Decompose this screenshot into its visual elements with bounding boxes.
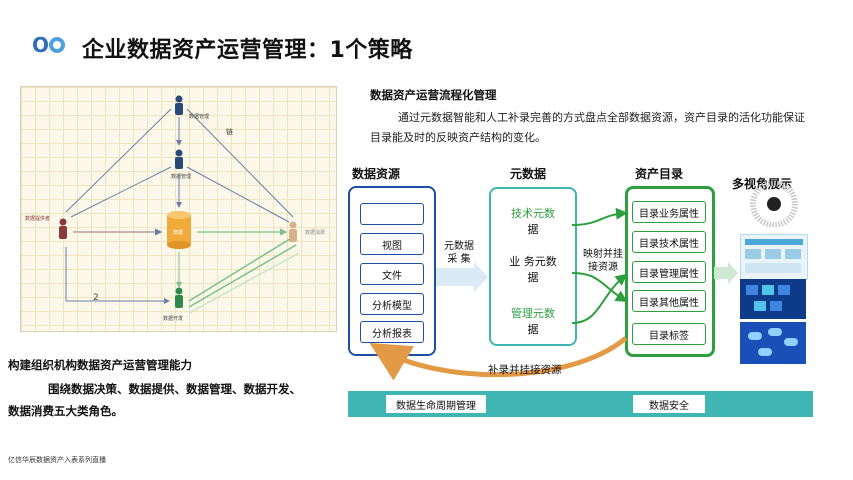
- collect-label-line2: 采 集: [447, 254, 471, 265]
- diagram-lines: [59, 95, 300, 314]
- lifecycle-box: 数据生命周期管理: [386, 395, 486, 413]
- col-title-meta: 元数据: [510, 167, 547, 181]
- sources-panel: 视图 文件 分析模型 分析报表: [348, 186, 436, 356]
- label-arrow-mark: 2: [93, 293, 99, 303]
- source-item-empty: [360, 203, 424, 225]
- right-heading: 数据资产运营流程化管理: [370, 88, 497, 102]
- meta-item-manage: 管理元数 据: [501, 305, 565, 337]
- source-item-model: 分析模型: [360, 293, 424, 315]
- catalog-item-tag: 目录标签: [632, 323, 706, 345]
- label-bottom: 数据开发: [163, 316, 184, 322]
- map-label: 映射并挂 接资源: [583, 248, 623, 274]
- bottom-bar: 数据生命周期管理 数据安全: [348, 391, 813, 417]
- label-right-top: 链: [226, 128, 233, 136]
- supplement-label: 补录并挂接资源: [488, 364, 562, 376]
- source-item-view: 视图: [360, 233, 424, 255]
- collect-arrow-icon: [436, 262, 488, 292]
- svg-text:O: O: [32, 33, 49, 57]
- meta-business-b: 据: [527, 271, 539, 284]
- dashboard-thumbnail-1: [740, 234, 808, 280]
- catalog-item-business: 目录业务属性: [632, 201, 706, 223]
- left-body-line2: 数据消费五大类角色。: [8, 404, 123, 418]
- label-side-right: 数据消费: [305, 230, 326, 236]
- label-mid: 数据管理: [171, 174, 192, 180]
- qo-logo-icon: O: [32, 33, 65, 57]
- label-center: 数据: [173, 230, 184, 236]
- meta-tech-a: 技术元数: [511, 207, 555, 220]
- meta-manage-a: 管理元数: [511, 307, 555, 320]
- left-body: 围绕数据决策、数据提供、数据管理、数据开发、 数据消费五大类角色。: [8, 378, 348, 422]
- page-title: 企业数据资产运营管理：1个策略: [82, 38, 413, 63]
- footer-text: 亿信华辰数据资产入表系列直播: [8, 456, 106, 464]
- map-label-line2: 接资源: [588, 262, 618, 273]
- radial-chart-thumbnail: [750, 181, 798, 227]
- catalog-panel: 目录业务属性 目录技术属性 目录管理属性 目录其他属性 目录标签: [625, 186, 715, 357]
- person-icons: [175, 95, 183, 169]
- source-item-file: 文件: [360, 263, 424, 285]
- left-body-line1: 围绕数据决策、数据提供、数据管理、数据开发、: [48, 382, 301, 396]
- meta-item-business: 业 务元数 据: [501, 253, 565, 285]
- org-role-diagram: 数据管理 链 数据管理 数据提供者 数据 数据消费 2 数据开发: [20, 86, 337, 332]
- supplement-curve-arrow: [370, 336, 628, 381]
- collect-label: 元数据 采 集: [444, 240, 474, 266]
- dashboard-thumbnail-3: [740, 322, 806, 364]
- right-body: 通过元数据智能和人工补录完善的方式盘点全部数据资源，资产目录的活化功能保证目录能…: [370, 111, 805, 144]
- catalog-item-tech: 目录技术属性: [632, 231, 706, 253]
- display-arrow-icon: [714, 262, 738, 284]
- mapping-arrows: [571, 207, 628, 324]
- meta-item-tech: 技术元数 据: [501, 205, 565, 237]
- database-icon: [167, 211, 191, 249]
- label-left: 数据提供者: [25, 216, 51, 222]
- left-heading: 构建组织机构数据资产运营管理能力: [8, 358, 192, 372]
- source-item-report: 分析报表: [360, 321, 424, 343]
- map-label-line1: 映射并挂: [583, 249, 623, 260]
- meta-business-a: 业 务元数: [509, 255, 557, 268]
- col-title-catalog: 资产目录: [635, 167, 684, 181]
- meta-manage-b: 据: [527, 323, 539, 336]
- label-top: 数据管理: [189, 114, 210, 120]
- meta-tech-b: 据: [527, 223, 539, 236]
- catalog-item-other: 目录其他属性: [632, 290, 706, 312]
- dashboard-thumbnail-2: [740, 279, 806, 319]
- col-title-sources: 数据资源: [352, 167, 401, 181]
- meta-panel: 技术元数 据 业 务元数 据 管理元数 据: [489, 187, 577, 346]
- catalog-item-manage: 目录管理属性: [632, 261, 706, 283]
- collect-label-line1: 元数据: [444, 241, 474, 252]
- security-box: 数据安全: [633, 395, 705, 413]
